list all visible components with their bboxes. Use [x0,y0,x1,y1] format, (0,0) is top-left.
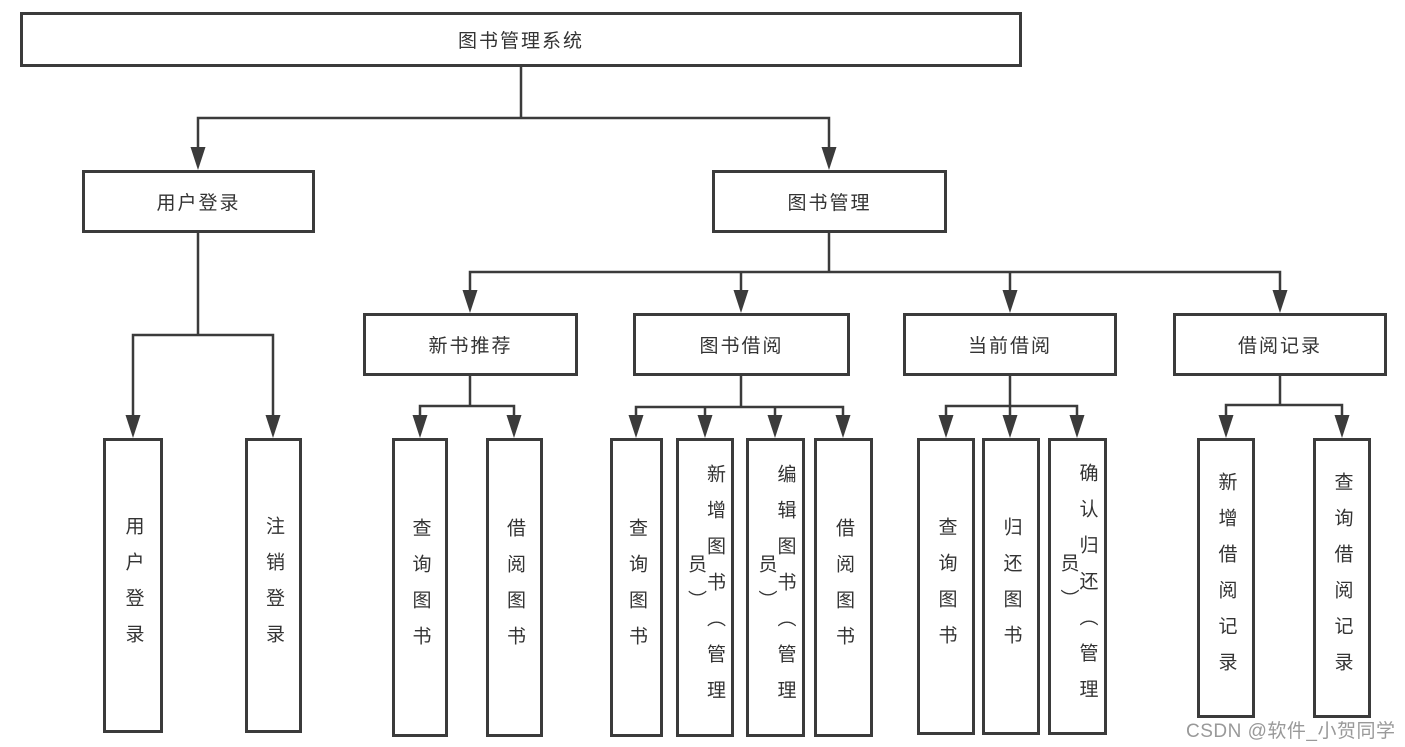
leaf-query-books-current: 查询图书 [917,438,975,735]
leaf-borrow-books-newrec: 借阅图书 [486,438,543,737]
arrowhead [506,415,522,438]
leaf-user-login: 用户登录 [103,438,163,733]
connector-current-children [944,376,1079,418]
leaf-logout: 注销登录 [245,438,302,733]
node-root: 图书管理系统 [20,12,1022,67]
leaf-return-books: 归还图书 [982,438,1040,735]
arrowhead [1002,290,1018,313]
connector-borrow-children [634,376,845,418]
arrowhead [412,415,428,438]
node-new-book-recommend: 新书推荐 [363,313,578,376]
connector-root-to-level1 [196,67,831,150]
connector-book-mgmt-children [468,233,1282,292]
arrowhead [697,415,713,438]
node-borrow-record: 借阅记录 [1173,313,1387,376]
arrowhead [190,147,206,170]
watermark: CSDN @软件_小贺同学 [1186,721,1396,742]
arrowhead [265,415,281,438]
arrowhead [767,415,783,438]
leaf-query-borrow-record: 查询借阅记录 [1313,438,1371,718]
node-book-management: 图书管理 [712,170,947,233]
connector-record-children [1224,376,1344,418]
leaf-query-books-newrec: 查询图书 [392,438,448,737]
node-current-borrow: 当前借阅 [903,313,1117,376]
arrowhead [1069,415,1085,438]
arrowhead [1272,290,1288,313]
arrowheads [125,147,1350,438]
node-book-borrow: 图书借阅 [633,313,850,376]
leaf-borrow-books-borrow: 借阅图书 [814,438,873,737]
leaf-add-books-admin: 新增图书（管理员） [676,438,734,737]
connector-newrec-children [418,376,516,418]
leaf-add-borrow-record: 新增借阅记录 [1197,438,1255,718]
arrowhead [821,147,837,170]
arrowhead [462,290,478,313]
arrowhead [628,415,644,438]
arrowhead [125,415,141,438]
leaf-confirm-return-admin: 确认归还（管理员） [1048,438,1107,735]
arrowhead [835,415,851,438]
arrowhead [1334,415,1350,438]
arrowhead [733,290,749,313]
leaf-query-books-borrow: 查询图书 [610,438,663,737]
arrowhead [1002,415,1018,438]
arrowhead [1218,415,1234,438]
connector-user-login-children [131,233,275,418]
node-user-login: 用户登录 [82,170,315,233]
leaf-edit-books-admin: 编辑图书（管理员） [746,438,805,737]
arrowhead [938,415,954,438]
